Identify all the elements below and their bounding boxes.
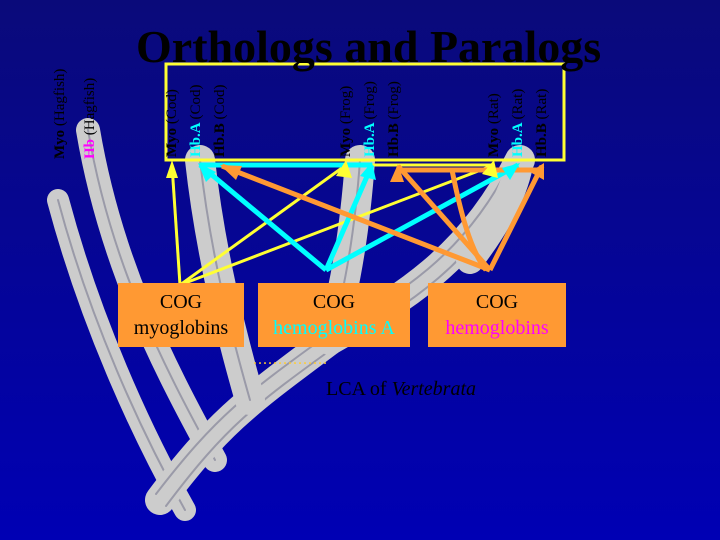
species-cod: (Cod) bbox=[164, 89, 180, 125]
hemoglobin-b-links bbox=[221, 163, 545, 273]
cog-myoglobins-box: COG myoglobins bbox=[118, 283, 244, 347]
cog-hemoglobins-b-name: hemoglobins bbox=[445, 317, 549, 339]
label-hba-cod: Hb.A (Cod) bbox=[188, 84, 204, 157]
species-frog-2: (Frog) bbox=[362, 81, 378, 120]
species-frog: (Frog) bbox=[338, 85, 354, 125]
cog-hemoglobins-b-label: COG bbox=[475, 291, 519, 313]
lca-taxon: Vertebrata bbox=[391, 378, 476, 400]
arrowhead-hbb-frog bbox=[390, 164, 404, 182]
arrowhead-myo-cod bbox=[166, 160, 178, 178]
gene-hba-rat: Hb.A bbox=[510, 123, 526, 157]
species-hagfish: (Hagfish) bbox=[52, 68, 68, 127]
label-hb-hagfish: Hb (Hagfish) bbox=[82, 78, 98, 159]
species-rat-3: (Rat) bbox=[534, 88, 550, 120]
label-myo-cod: Myo (Cod) bbox=[164, 89, 180, 157]
arrowheads bbox=[166, 160, 544, 182]
gene-myo-hagfish: Myo bbox=[52, 129, 68, 159]
label-hba-rat: Hb.A (Rat) bbox=[510, 89, 526, 157]
gene-hba-cod: Hb.A bbox=[188, 123, 204, 157]
gene-myo-cod: Myo bbox=[164, 127, 180, 157]
arrowhead-myo-frog bbox=[336, 160, 352, 178]
myoglobin-links bbox=[170, 163, 495, 287]
species-hagfish-2: (Hagfish) bbox=[82, 77, 98, 136]
cog-hemoglobins-a-label: COG bbox=[312, 291, 356, 313]
label-myo-hagfish: Myo (Hagfish) bbox=[52, 69, 68, 159]
label-hbb-frog: Hb.B (Frog) bbox=[386, 81, 402, 157]
gene-hbb-frog: Hb.B bbox=[386, 123, 402, 157]
label-hba-frog: Hb.A (Frog) bbox=[362, 81, 378, 157]
cog-hemoglobins-a-name: hemoglobins A bbox=[273, 317, 395, 339]
cog-hemoglobins-b-box: COG hemoglobins bbox=[428, 283, 566, 347]
gene-myo-rat: Myo bbox=[486, 127, 502, 157]
myoglobin-highlight-box bbox=[164, 62, 566, 162]
arrowhead-myo-rat bbox=[482, 160, 498, 178]
cog-hemoglobins-a-box: COG hemoglobins A bbox=[258, 283, 410, 347]
arrowhead-hbb-rat bbox=[530, 163, 544, 180]
slide-title: Orthologs and Paralogs bbox=[136, 21, 602, 72]
gene-hbb-cod: Hb.B bbox=[212, 123, 228, 157]
species-frog-3: (Frog) bbox=[386, 81, 402, 120]
gene-hba-frog: Hb.A bbox=[362, 123, 378, 157]
gene-myo-frog: Myo bbox=[338, 127, 354, 157]
gene-hbb-rat: Hb.B bbox=[534, 123, 550, 157]
lca-prefix: LCA of bbox=[326, 378, 392, 400]
cog-myoglobins-label: COG bbox=[159, 291, 203, 313]
lca-dotted-connector: ............... bbox=[253, 351, 328, 368]
arrowhead-hba-rat bbox=[502, 163, 520, 180]
label-myo-frog: Myo (Frog) bbox=[338, 86, 354, 157]
label-myo-rat: Myo (Rat) bbox=[486, 93, 502, 157]
arrowhead-hba-frog bbox=[360, 162, 376, 180]
tree-branch-cod bbox=[185, 145, 265, 415]
arrowhead-hba-cod bbox=[198, 163, 216, 182]
species-cod-2: (Cod) bbox=[188, 84, 204, 120]
arrowhead-hbb-cod bbox=[220, 165, 242, 180]
species-rat-2: (Rat) bbox=[510, 88, 526, 120]
label-hbb-cod: Hb.B (Cod) bbox=[212, 84, 228, 157]
label-hbb-rat: Hb.B (Rat) bbox=[534, 89, 550, 157]
gene-hb-hagfish: Hb bbox=[82, 138, 98, 159]
species-rat: (Rat) bbox=[486, 93, 502, 125]
cog-myoglobins-name: myoglobins bbox=[133, 317, 229, 339]
species-cod-3: (Cod) bbox=[212, 84, 228, 120]
lca-caption: LCA of Vertebrata bbox=[326, 378, 476, 401]
